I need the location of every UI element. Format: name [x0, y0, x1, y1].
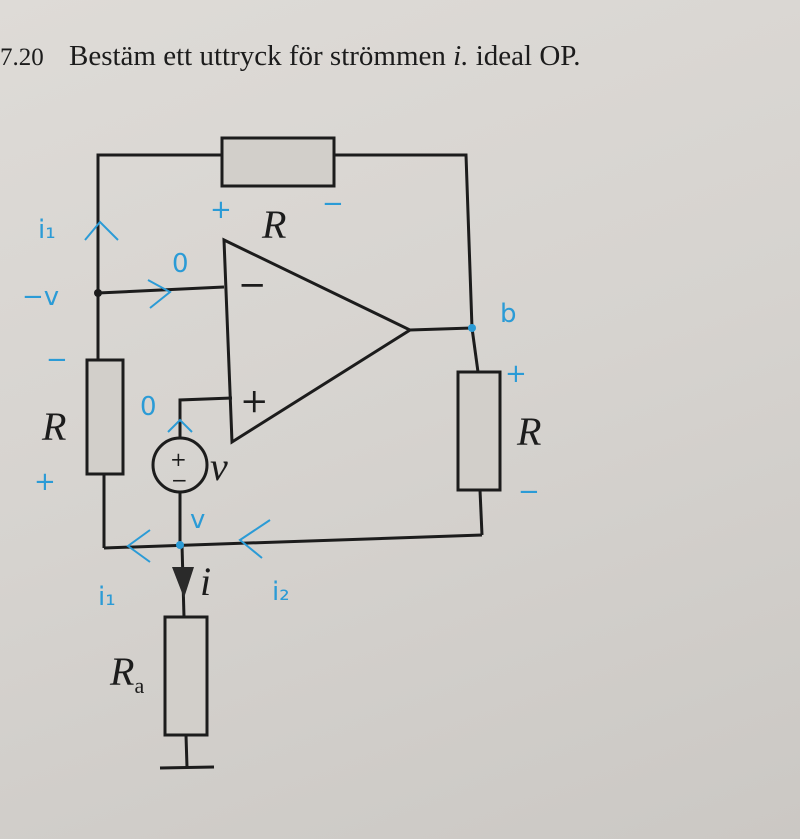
- node-output: [468, 324, 476, 332]
- arrow-left-icon: [238, 519, 271, 559]
- label-v: v: [210, 444, 228, 489]
- label-r-left: R: [41, 404, 66, 449]
- resistor-right: [456, 370, 502, 492]
- annot-r-top-minus: −: [322, 189, 344, 219]
- current-symbol: i.: [453, 40, 469, 72]
- annot-zero-plus: 0: [140, 392, 157, 422]
- annot-r-left-minus: −: [46, 345, 68, 375]
- annot-minus-v: −v: [22, 282, 59, 312]
- node-minus: [94, 289, 102, 297]
- annot-r-top-plus: +: [210, 195, 232, 225]
- annot-i2-bottom: i₂: [272, 577, 290, 607]
- annot-r-left-plus: +: [34, 467, 56, 497]
- source-minus: −: [171, 468, 188, 492]
- node-bottom: [176, 541, 184, 549]
- label-i: i: [200, 559, 211, 604]
- annot-r-right-minus: −: [518, 477, 540, 507]
- wires: [96, 153, 484, 770]
- annot-i1-bottom: i₁: [98, 582, 116, 612]
- opamp-plus: +: [240, 381, 269, 421]
- problem-text: Bestäm ett uttryck för strömmen: [69, 40, 446, 72]
- problem-statement: 7.20 Bestäm ett uttryck för strömmen i. …: [0, 40, 580, 73]
- annot-r-right-plus: +: [505, 359, 527, 389]
- opamp-minus: −: [238, 265, 267, 305]
- resistor-top: [220, 136, 336, 188]
- handwritten-annotations: i₁ −v 0 0 + − − + + − b v i₁ i₂: [22, 189, 540, 612]
- annot-i1-top: i₁: [38, 215, 56, 245]
- resistor-left: [85, 358, 125, 476]
- opamp: [222, 237, 414, 445]
- resistor-ra: [163, 615, 209, 737]
- annot-v-node: v: [190, 505, 205, 535]
- voltage-source: [151, 436, 209, 494]
- problem-number: 7.20: [0, 44, 44, 71]
- label-ra: Ra: [109, 649, 144, 698]
- arrow-right-icon: [147, 279, 172, 309]
- annot-zero-minus: 0: [172, 249, 189, 279]
- arrow-left-icon: [126, 529, 151, 563]
- annot-b: b: [500, 299, 517, 329]
- arrow-up-icon: [167, 418, 193, 433]
- source-plus: +: [170, 447, 187, 471]
- label-r-right: R: [516, 409, 541, 454]
- arrow-up-icon: [84, 220, 119, 241]
- problem-suffix: ideal OP.: [475, 40, 581, 72]
- current-arrow-icon: [172, 567, 194, 598]
- label-r-top: R: [261, 202, 286, 247]
